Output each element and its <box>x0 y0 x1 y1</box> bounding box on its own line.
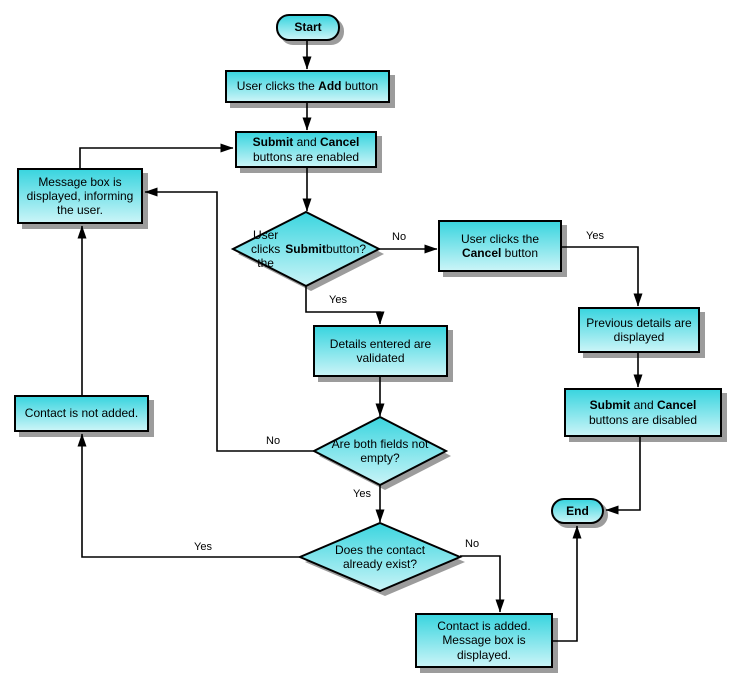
edge-exists-q-no-to-added <box>460 555 505 613</box>
text-segment: Contact is added. Message box is display… <box>437 619 531 662</box>
text-segment: Message box is displayed, informing the … <box>26 174 134 218</box>
text-segment: Start <box>294 20 322 35</box>
node-label-contact-not-added: Contact is not added. <box>25 406 138 420</box>
node-label-contact-exists-q: Does the contact already exist? <box>318 523 442 591</box>
node-end: End <box>551 498 604 524</box>
node-buttons-disabled: Submit and Cancel buttons are disabled <box>564 388 722 437</box>
edge-label-yes: Yes <box>328 294 348 306</box>
node-label-message-box-displayed: Message box is displayed, informing the … <box>23 175 137 217</box>
node-label-buttons-disabled: Submit and Cancel buttons are disabled <box>570 398 716 426</box>
node-label-previous-details: Previous details are displayed <box>584 316 694 344</box>
text-segment: Contact is not added. <box>24 406 139 421</box>
text-segment: and <box>293 135 320 150</box>
text-segment: User clicks the <box>250 227 281 271</box>
node-buttons-enabled: Submit and Cancel buttons are enabled <box>235 131 377 168</box>
node-contact-added: Contact is added. Message box is display… <box>415 613 553 668</box>
text-segment: Submit <box>285 241 326 256</box>
text-segment: button? <box>325 241 366 256</box>
edge-fields-q-no-to-messagebox <box>144 187 314 452</box>
edge-label-yes: Yes <box>193 541 213 553</box>
text-segment: User clicks the <box>460 231 540 246</box>
node-fields-not-empty-q <box>311 415 449 487</box>
node-contact-exists-q <box>297 521 463 593</box>
text-segment: button <box>501 246 539 260</box>
node-label-user-clicks-submit-q: User clicks the Submit button? <box>246 212 366 286</box>
node-contact-exists-q-shadow <box>305 528 465 596</box>
text-segment: and <box>630 398 657 413</box>
node-start: Start <box>276 14 340 41</box>
text-segment: Add <box>318 79 342 94</box>
text-segment: Cancel <box>320 135 360 150</box>
node-user-clicks-submit-q <box>230 210 382 288</box>
text-segment: User clicks the <box>236 79 319 94</box>
text-segment: button <box>341 79 379 94</box>
edge-label-no: No <box>464 538 481 550</box>
node-label-fields-not-empty-q: Are both fields not empty? <box>328 417 432 485</box>
text-segment: End <box>566 503 589 518</box>
edge-label-no: No <box>391 231 408 243</box>
node-label-contact-added: Contact is added. Message box is display… <box>421 619 547 661</box>
node-label-buttons-enabled: Submit and Cancel buttons are enabled <box>241 135 371 163</box>
edge-disabled-to-end <box>605 437 641 515</box>
text-segment: buttons are enabled <box>252 149 360 164</box>
text-segment: Are both fields not empty? <box>331 436 429 465</box>
text-segment: Details entered are validated <box>329 336 432 365</box>
node-user-clicks-submit-q-shadow <box>238 217 384 291</box>
text-segment: Does the contact already exist? <box>334 542 426 571</box>
node-fields-not-empty-q-shadow <box>319 422 451 490</box>
node-label-user-clicks-cancel: User clicks the Cancel button <box>444 232 556 260</box>
edge-label-yes: Yes <box>585 230 605 242</box>
node-previous-details: Previous details are displayed <box>578 307 700 353</box>
node-label-user-clicks-add: User clicks the Add button <box>237 79 378 93</box>
edge-cancel-yes-to-previous <box>562 246 643 307</box>
node-details-validated: Details entered are validated <box>313 325 448 377</box>
edge-added-to-end <box>553 525 582 642</box>
text-segment: Cancel <box>657 398 697 413</box>
node-user-clicks-add: User clicks the Add button <box>225 70 390 103</box>
text-segment: Previous details are displayed <box>586 315 692 344</box>
edge-messagebox-to-enabled <box>79 143 234 168</box>
node-message-box-displayed: Message box is displayed, informing the … <box>17 168 143 224</box>
node-label-details-validated: Details entered are validated <box>319 337 442 365</box>
edge-label-yes: Yes <box>352 488 372 500</box>
text-segment: Cancel <box>461 246 502 260</box>
edge-exists-q-yes-to-not-added <box>77 433 300 558</box>
text-segment: Submit <box>252 135 294 150</box>
text-segment: Submit <box>589 398 631 413</box>
text-segment: buttons are disabled <box>588 412 698 427</box>
node-label-end: End <box>566 504 589 518</box>
node-contact-not-added: Contact is not added. <box>14 395 149 432</box>
node-user-clicks-cancel: User clicks the Cancel button <box>438 220 562 272</box>
edge-label-no: No <box>265 435 282 447</box>
node-label-start: Start <box>294 20 321 34</box>
